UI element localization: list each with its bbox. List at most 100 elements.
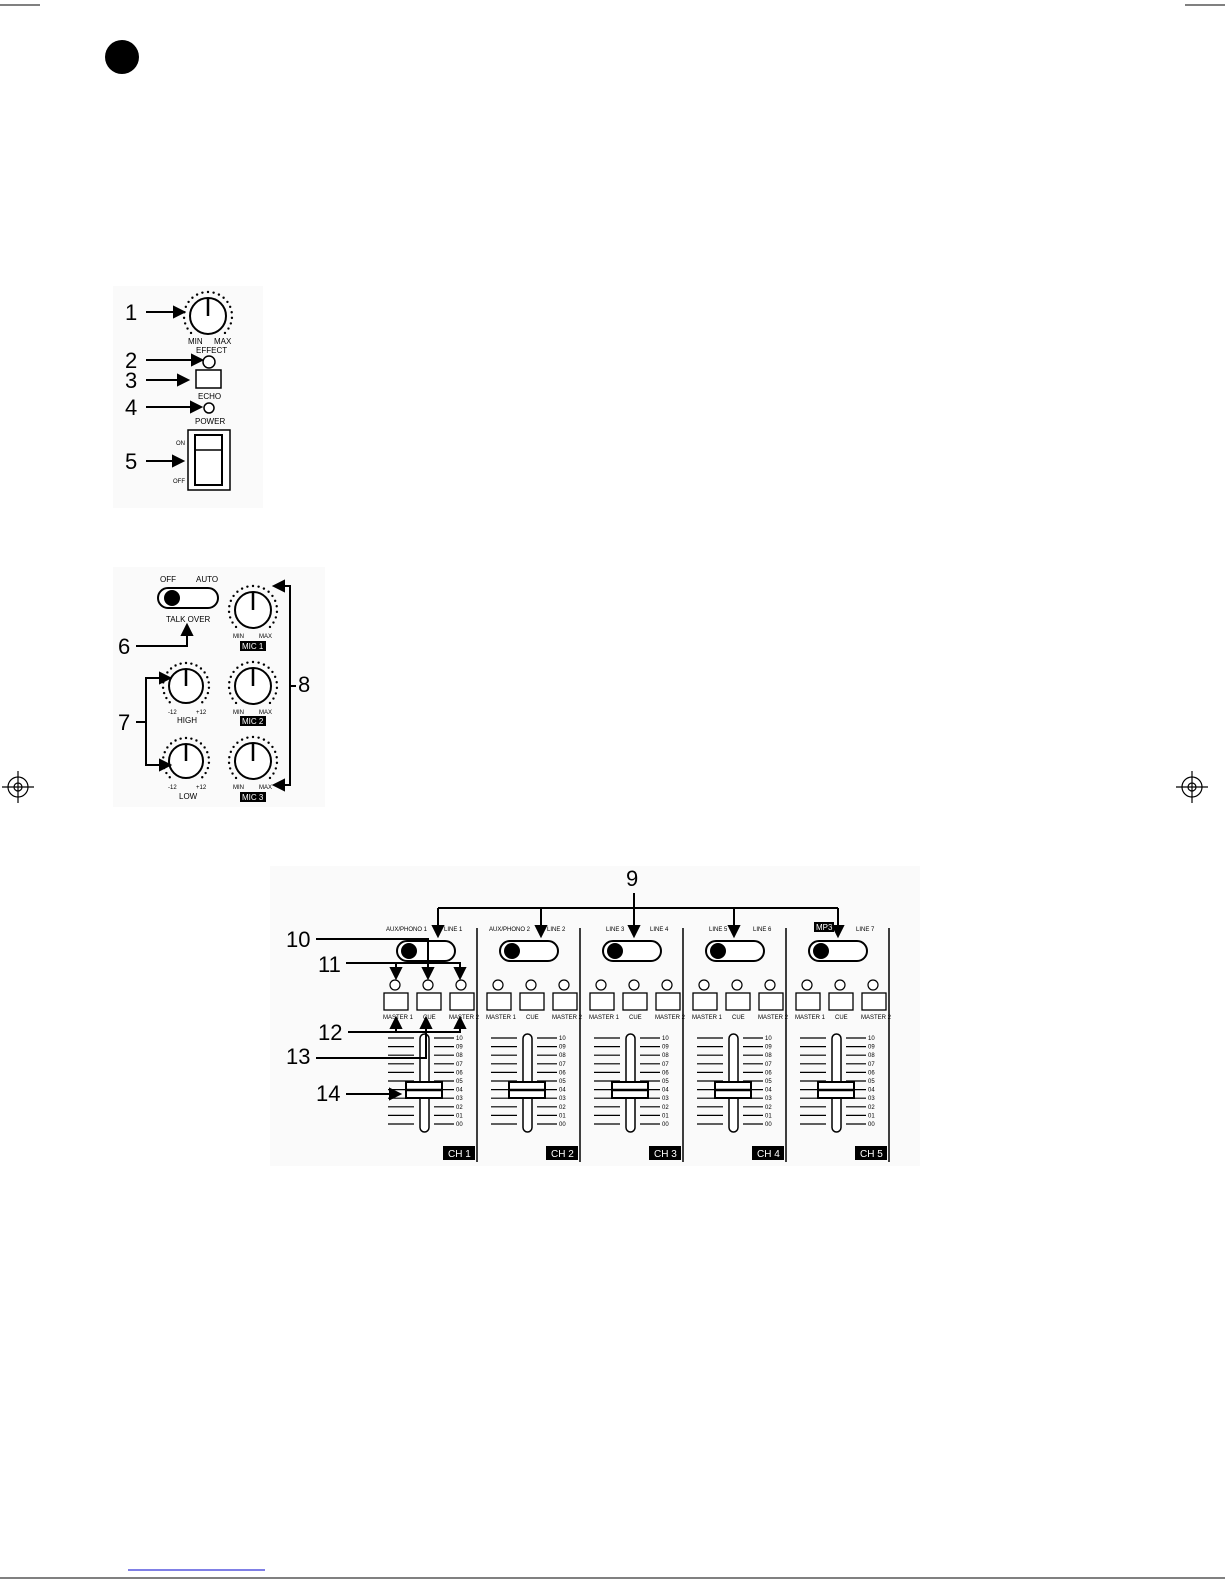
fader-scale-label: 03 (559, 1096, 566, 1102)
knob-scale-dot (169, 667, 173, 670)
knob-scale-dot (228, 305, 232, 309)
input-selector-switch[interactable] (705, 940, 765, 962)
assign-button[interactable] (449, 992, 475, 1011)
knob-scale-dot (228, 767, 232, 770)
fader-cap[interactable] (714, 1081, 752, 1099)
mic3-min-label: MIN (233, 785, 244, 791)
knob-scale-dot (207, 686, 211, 689)
mic2-knob[interactable] (227, 660, 279, 705)
eq-low-label: LOW (179, 792, 198, 801)
fader-cap[interactable] (405, 1081, 443, 1099)
knob-scale-dot (232, 670, 235, 674)
mic1-knob[interactable] (227, 584, 279, 629)
knob-scale-dot (262, 738, 266, 741)
assign-button[interactable] (622, 992, 648, 1011)
assign-button[interactable] (552, 992, 578, 1011)
knob-scale-dot (236, 666, 239, 669)
power-switch[interactable] (194, 434, 223, 486)
assign-button[interactable] (416, 992, 442, 1011)
assign-button-label: CUE (423, 1015, 436, 1021)
callout-3: 3 (125, 368, 137, 393)
talkover-off-label: OFF (160, 575, 176, 584)
registration-mark-icon (1176, 771, 1208, 803)
assign-led (525, 979, 537, 991)
talkover-switch[interactable] (157, 587, 219, 609)
assign-button[interactable] (519, 992, 545, 1011)
knob-scale-dot (206, 676, 209, 679)
channel-label-badge (649, 1146, 681, 1160)
panel1-arrows (146, 305, 205, 468)
fader-cap[interactable] (817, 1081, 855, 1099)
fader-cap[interactable] (508, 1081, 546, 1099)
knob-scale-dot (174, 664, 177, 667)
eq-low-min-label: -12 (168, 785, 177, 791)
assign-button[interactable] (383, 992, 409, 1011)
assign-button[interactable] (795, 992, 821, 1011)
assign-button-label: MASTER 1 (486, 1015, 517, 1021)
assign-button[interactable] (758, 992, 784, 1011)
knob-scale-dot (162, 691, 166, 695)
mic2-label: MIC 2 (242, 717, 264, 726)
knob-scale-dot (268, 776, 272, 780)
knob-scale-dot (275, 756, 278, 759)
knob-scale-dot (204, 696, 207, 700)
input-selector-switch[interactable] (808, 940, 868, 962)
callout-11: 11 (318, 952, 341, 977)
callout-4: 4 (125, 395, 137, 420)
knob-scale-dot (234, 776, 238, 780)
knob-scale-dot (201, 776, 204, 779)
fader-scale-label: 08 (662, 1053, 669, 1059)
knob-scale-dot (190, 662, 193, 665)
fader-scale-label: 03 (456, 1096, 463, 1102)
knob-scale-dot (227, 686, 231, 690)
channel-label: CH 5 (860, 1149, 883, 1160)
knob-scale-dot (184, 305, 188, 309)
assign-button[interactable] (486, 992, 512, 1011)
knob-scale-dot (206, 290, 210, 294)
source-left-label: LINE 3 (606, 927, 625, 933)
assign-led (661, 979, 673, 991)
fader-cap[interactable] (611, 1081, 649, 1099)
knob-scale-dot (271, 745, 274, 749)
assign-button[interactable] (692, 992, 718, 1011)
eq-high-label: HIGH (177, 716, 197, 725)
fader-scale-label: 01 (765, 1113, 772, 1119)
knob-scale-dot (199, 667, 203, 670)
knob-scale-dot (195, 664, 198, 667)
knob-scale-dot (230, 311, 233, 314)
assign-button[interactable] (861, 992, 887, 1011)
input-selector-switch[interactable] (396, 940, 456, 962)
knob-scale-dot (203, 671, 206, 674)
fader-scale-label: 10 (559, 1036, 566, 1042)
fader-scale-label: 09 (559, 1045, 566, 1051)
fader-scale-label: 09 (868, 1045, 875, 1051)
echo-button[interactable] (195, 369, 222, 389)
input-selector-switch[interactable] (602, 940, 662, 962)
assign-button[interactable] (828, 992, 854, 1011)
fader-scale-label: 00 (662, 1122, 669, 1128)
assign-button[interactable] (725, 992, 751, 1011)
knob-scale-dot (189, 331, 193, 335)
assign-button[interactable] (655, 992, 681, 1011)
fader-scale-label: 06 (456, 1070, 463, 1076)
knob-scale-dot (274, 692, 278, 695)
fader-scale-label: 08 (559, 1053, 566, 1059)
callout-5: 5 (125, 449, 137, 474)
assign-button[interactable] (589, 992, 615, 1011)
effect-knob[interactable] (182, 290, 234, 335)
assign-button-label: MASTER 2 (449, 1015, 480, 1021)
knob-scale-dot (274, 767, 278, 770)
eq-low-knob[interactable] (161, 736, 211, 779)
mic3-knob[interactable] (227, 735, 279, 780)
knob-scale-dot (251, 660, 255, 664)
fader-scale-label: 03 (868, 1096, 875, 1102)
input-selector-switch[interactable] (499, 940, 559, 962)
callout-14: 14 (316, 1081, 340, 1106)
fader-scale-label: 00 (559, 1122, 566, 1128)
knob-scale-dot (275, 605, 278, 608)
knob-scale-dot (163, 751, 166, 754)
knob-scale-dot (257, 585, 260, 588)
knob-scale-dot (226, 300, 229, 304)
knob-scale-dot (195, 739, 198, 742)
